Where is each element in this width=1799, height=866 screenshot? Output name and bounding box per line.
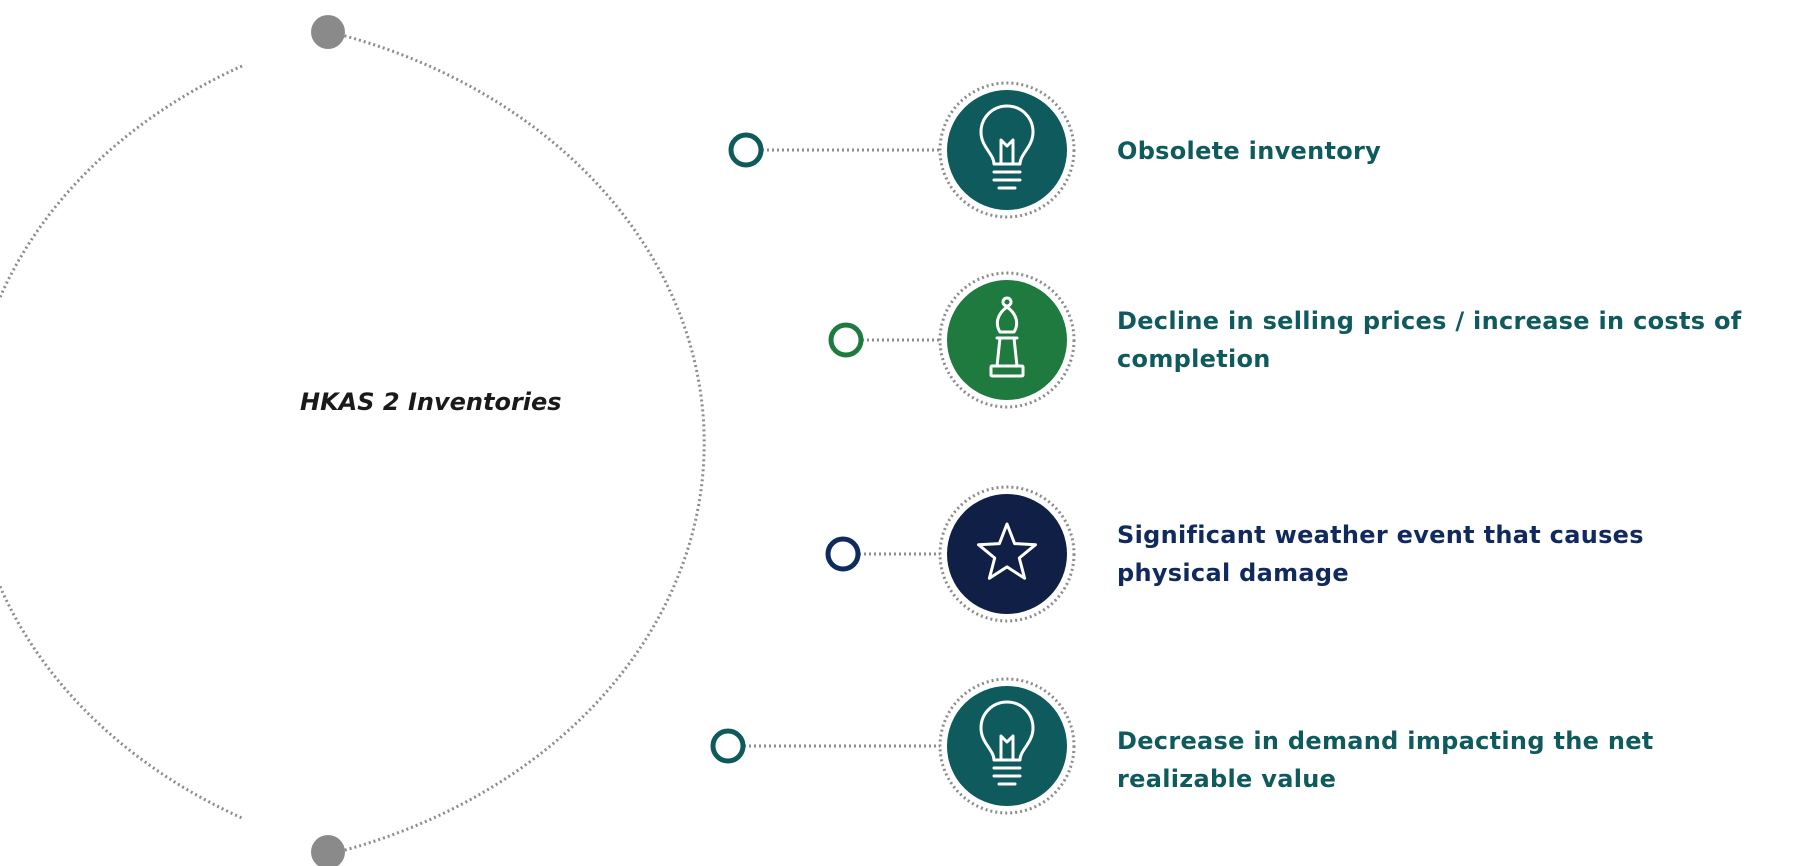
- bottom-end-dot: [311, 835, 345, 866]
- item-2-line-2: physical damage: [1117, 559, 1349, 587]
- item-3-connector: [710, 728, 940, 764]
- chess-bishop-icon: [989, 296, 1025, 378]
- item-1-icon-badge: [938, 271, 1076, 409]
- item-0-icon-badge: [938, 81, 1076, 219]
- item-0-text: Obsolete inventory: [1117, 132, 1797, 170]
- center-label: HKAS 2 Inventories: [300, 388, 562, 416]
- item-2-text: Significant weather event that causes ph…: [1117, 516, 1797, 592]
- item-0-connector: [728, 132, 940, 168]
- item-1-connector: [828, 322, 940, 358]
- item-3-line-2: realizable value: [1117, 765, 1337, 793]
- item-0-line-1: Obsolete inventory: [1117, 137, 1382, 165]
- item-3-text: Decrease in demand impacting the net rea…: [1117, 722, 1797, 798]
- main-dotted-arc: [329, 30, 706, 856]
- item-3-line-1: Decrease in demand impacting the net: [1117, 727, 1654, 755]
- lightbulb-icon: [979, 104, 1035, 190]
- item-2-line-1: Significant weather event that causes: [1117, 521, 1644, 549]
- item-3-icon-badge: [938, 677, 1076, 815]
- item-1-line-2: completion: [1117, 345, 1271, 373]
- lightbulb-icon: [979, 700, 1035, 786]
- left-dotted-arc: [0, 64, 243, 820]
- star-icon: [977, 522, 1037, 580]
- item-1-line-1: Decline in selling prices / increase in …: [1117, 307, 1742, 335]
- item-2-icon-badge: [938, 485, 1076, 623]
- top-end-dot: [311, 15, 345, 49]
- item-2-connector: [825, 536, 940, 572]
- item-1-text: Decline in selling prices / increase in …: [1117, 302, 1797, 378]
